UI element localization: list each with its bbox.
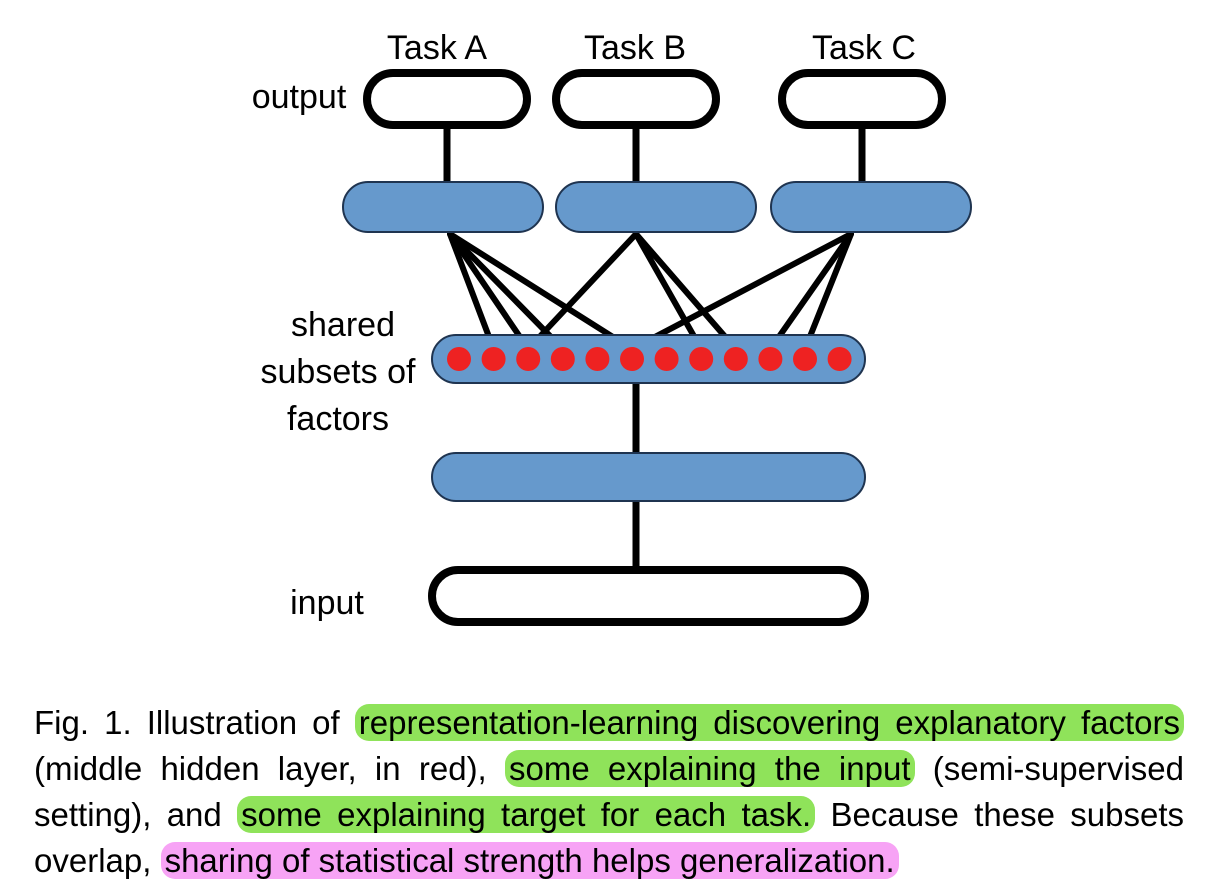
factor-dot <box>758 347 783 371</box>
caption-highlight-representation-learning: representation-learning discovering expl… <box>354 704 1184 741</box>
factor-dot <box>689 347 714 371</box>
task-factor-link <box>525 231 639 352</box>
task-hidden-layer <box>342 181 972 233</box>
output-box-task-c <box>778 69 946 129</box>
factor-dot <box>585 347 610 371</box>
input-label: input <box>290 584 364 622</box>
caption-text-1: (middle hidden layer, in red), <box>34 750 505 787</box>
shared-factor-layer <box>431 334 866 384</box>
caption-prefix: Fig. 1. Illustration of <box>34 704 355 741</box>
caption-highlight-sharing-strength: sharing of statistical strength helps ge… <box>160 842 899 879</box>
task-c-hidden-layer <box>770 181 972 233</box>
task-b-hidden-layer <box>555 181 757 233</box>
factor-dot <box>723 347 748 371</box>
task-factor-links <box>447 231 854 352</box>
task-b-label: Task B <box>584 29 686 67</box>
shared-label-line-3: factors <box>287 400 389 438</box>
factor-dot <box>516 347 541 371</box>
factor-dot <box>550 347 575 371</box>
caption-highlight-explaining-target: some explaining target for each task. <box>237 796 816 833</box>
task-factor-link <box>447 231 532 352</box>
connector-lines <box>443 121 866 574</box>
task-factor-link <box>447 231 497 352</box>
input-box <box>428 566 869 626</box>
factor-dot <box>793 347 817 371</box>
shared-label-line-1: shared <box>291 306 395 344</box>
task-a-label: Task A <box>387 29 487 67</box>
output-label: output <box>252 78 347 116</box>
shared-label-line-2: subsets of <box>261 353 417 391</box>
task-factor-link <box>633 231 739 352</box>
task-factor-link <box>633 231 705 352</box>
network-diagram: Task A Task B Task C output shared subse… <box>252 29 972 626</box>
figure-caption: Fig. 1. Illustration of representation-l… <box>34 700 1184 884</box>
factor-dot <box>481 347 506 371</box>
factor-dot <box>827 347 852 371</box>
caption-text-2: (semi-supervised setting), and <box>34 750 1184 833</box>
task-a-hidden-layer <box>342 181 544 233</box>
factor-dots <box>447 347 852 371</box>
lower-hidden-layer <box>431 452 866 502</box>
caption-highlight-explaining-input: some explaining the input <box>504 750 915 787</box>
output-box-task-b <box>552 69 720 129</box>
task-c-label: Task C <box>812 29 916 67</box>
task-factor-link <box>629 231 854 352</box>
task-factor-link <box>767 231 854 352</box>
task-factor-link <box>802 231 854 352</box>
caption-text-3: Because these subsets overlap, <box>34 796 1184 879</box>
factor-dot <box>620 347 644 371</box>
output-layer <box>363 69 946 129</box>
output-box-task-a <box>363 69 531 129</box>
task-factor-link <box>447 231 635 352</box>
factor-dot <box>447 347 471 371</box>
factor-dot <box>654 347 679 371</box>
